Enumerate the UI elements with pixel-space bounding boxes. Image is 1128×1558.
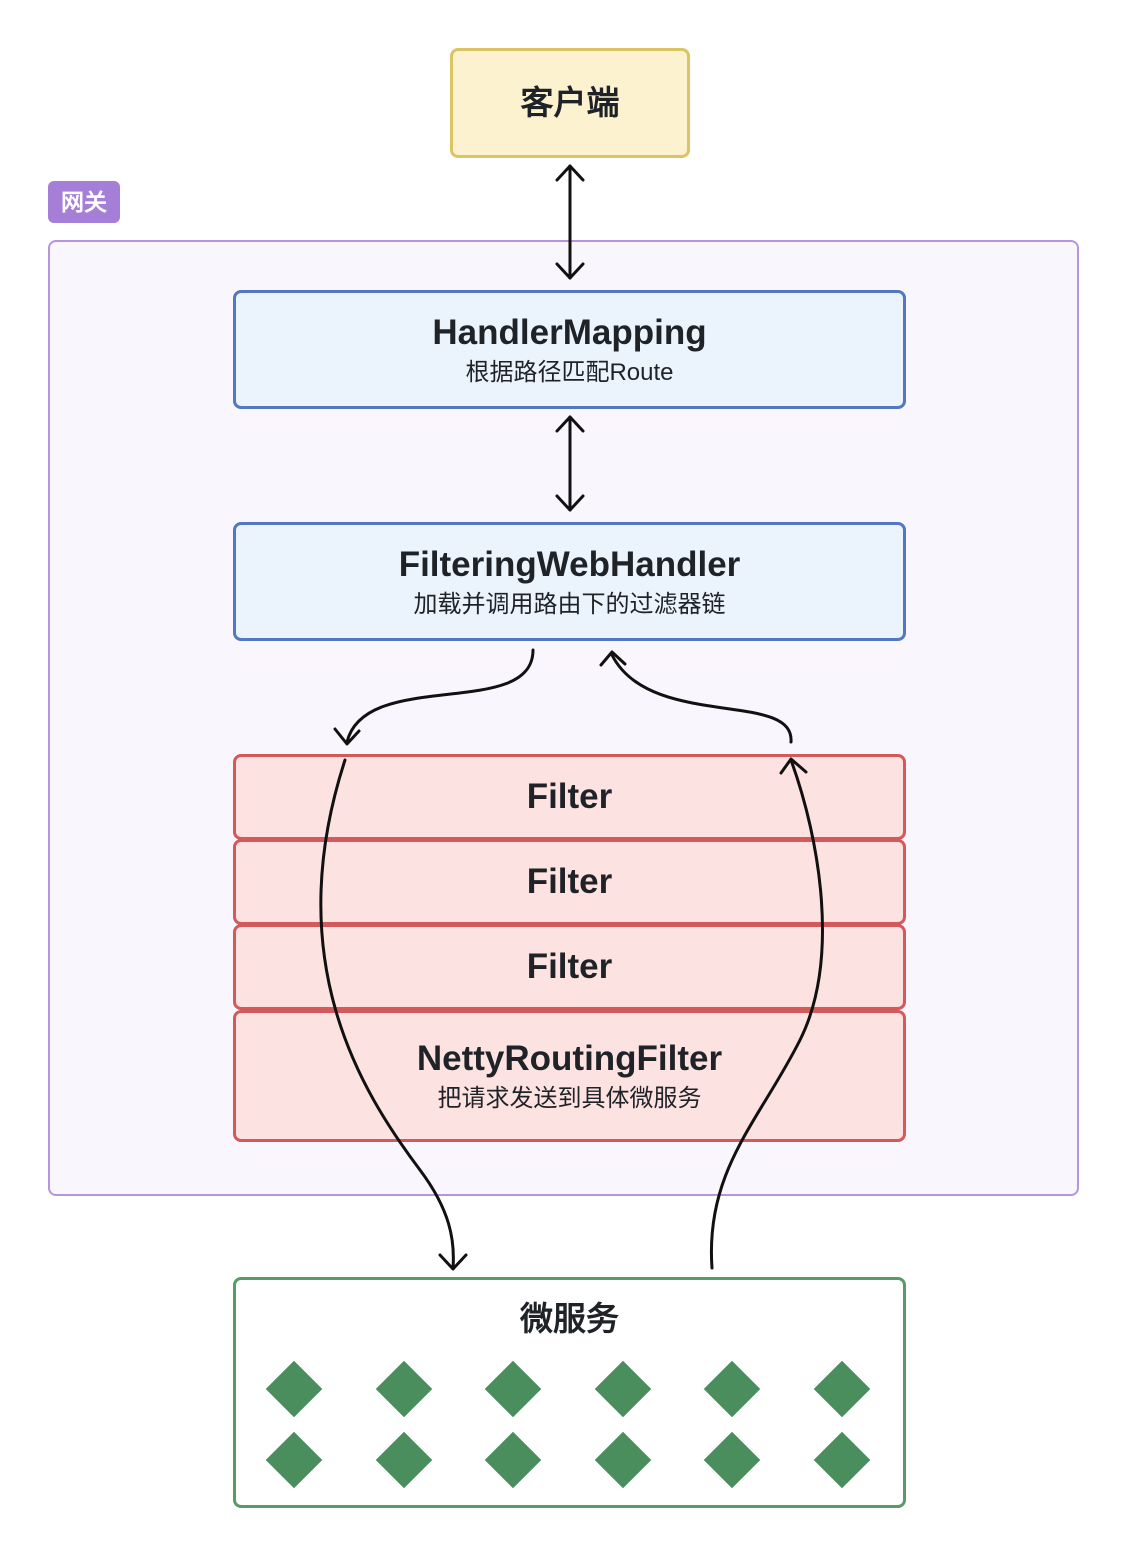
netty-routing-filter-subtitle: 把请求发送到具体微服务 bbox=[437, 1085, 702, 1112]
filtering-web-handler-title: FilteringWebHandler bbox=[398, 544, 741, 584]
handler-mapping-title: HandlerMapping bbox=[432, 312, 707, 352]
response-up-arrow bbox=[709, 758, 824, 1270]
client-label: 客户端 bbox=[520, 84, 620, 121]
arrowhead-icon bbox=[555, 494, 585, 512]
response-exit-arrow bbox=[610, 653, 793, 744]
microservices-title: 微服务 bbox=[520, 1300, 619, 1337]
arrowhead-icon bbox=[438, 1253, 468, 1271]
arrowhead-icon bbox=[555, 262, 585, 280]
filter-title: Filter bbox=[526, 862, 613, 901]
filter-title: Filter bbox=[526, 947, 613, 986]
netty-routing-filter-node: NettyRoutingFilter 把请求发送到具体微服务 bbox=[233, 1010, 906, 1142]
handler-mapping-subtitle: 根据路径匹配Route bbox=[465, 358, 674, 386]
arrowhead-icon bbox=[555, 164, 585, 182]
request-down-arrow bbox=[319, 758, 455, 1270]
filter-node: Filter bbox=[233, 839, 906, 925]
arrowhead-icon bbox=[333, 727, 361, 746]
arrowhead-icon bbox=[555, 415, 585, 433]
filter-title: Filter bbox=[526, 777, 613, 816]
filter-node: Filter bbox=[233, 924, 906, 1010]
arrowhead-icon bbox=[599, 650, 627, 667]
filtering-web-handler-subtitle: 加载并调用路由下的过滤器链 bbox=[413, 590, 726, 618]
client-node: 客户端 bbox=[450, 48, 690, 158]
handler-mapping-node: HandlerMapping 根据路径匹配Route bbox=[233, 290, 906, 409]
filter-node: Filter bbox=[233, 754, 906, 840]
arrowhead-icon bbox=[779, 757, 808, 775]
netty-routing-filter-title: NettyRoutingFilter bbox=[416, 1039, 723, 1078]
gateway-label: 网关 bbox=[48, 181, 120, 223]
microservices-node: 微服务 bbox=[233, 1277, 906, 1508]
filtering-web-handler-node: FilteringWebHandler 加载并调用路由下的过滤器链 bbox=[233, 522, 906, 641]
request-enter-arrow bbox=[345, 648, 535, 744]
